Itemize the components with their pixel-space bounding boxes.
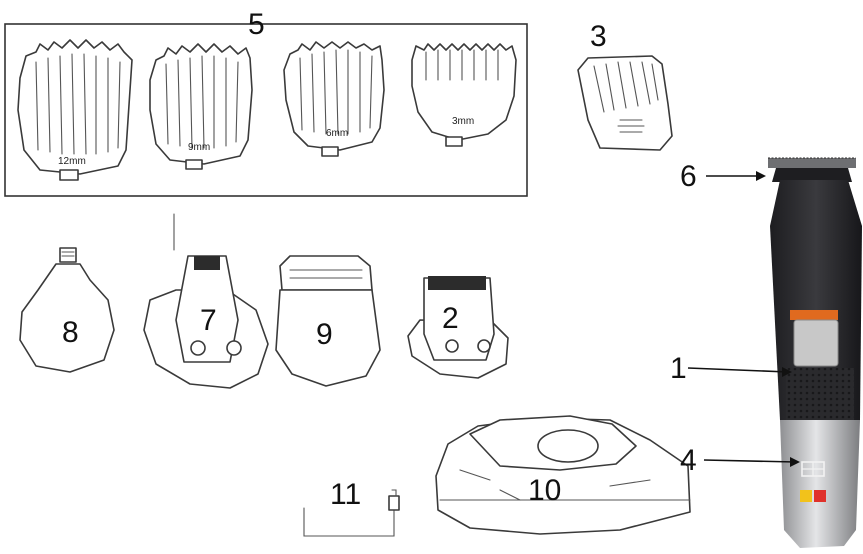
comb-3mm-label: 3mm: [452, 116, 474, 127]
comb-6mm: 6mm: [284, 42, 384, 156]
power-button: [794, 320, 838, 366]
callout-5: 5: [248, 8, 265, 41]
comb-6mm-label: 6mm: [326, 128, 348, 139]
callout-8: 8: [62, 316, 79, 349]
trimmer-main-unit: [768, 158, 862, 548]
small-comb: [578, 56, 672, 150]
callout-7: 7: [200, 304, 217, 337]
callout-2: 2: [442, 302, 459, 335]
charging-stand: 10: [436, 416, 690, 534]
nose-trimmer-head: 8: [20, 248, 114, 372]
comb-9mm: 9mm: [150, 44, 252, 169]
accent-stripe: [790, 310, 838, 320]
callout-1: 1: [670, 352, 687, 385]
callout-11: 11: [330, 478, 361, 511]
callout-3: 3: [590, 20, 607, 53]
trimmer-steel-base: [780, 420, 860, 548]
callout-4: 4: [680, 444, 697, 477]
callout-9: 9: [316, 318, 333, 351]
trimmer-blade: [768, 158, 856, 168]
callout-6: 6: [680, 160, 697, 193]
comb-9mm-label: 9mm: [188, 142, 210, 153]
arrow-1: [688, 368, 788, 372]
comb-12mm-label: 12mm: [58, 156, 86, 167]
callout-10: 10: [528, 474, 561, 507]
body-trimmer-head: 2: [408, 276, 508, 378]
comb-3mm: 3mm: [412, 44, 516, 146]
foil-shaver-head: 9: [276, 256, 380, 386]
usb-cable: 11: [304, 478, 399, 536]
precision-trimmer-head: 7: [144, 214, 268, 388]
comb-12mm: 12mm: [18, 40, 132, 180]
